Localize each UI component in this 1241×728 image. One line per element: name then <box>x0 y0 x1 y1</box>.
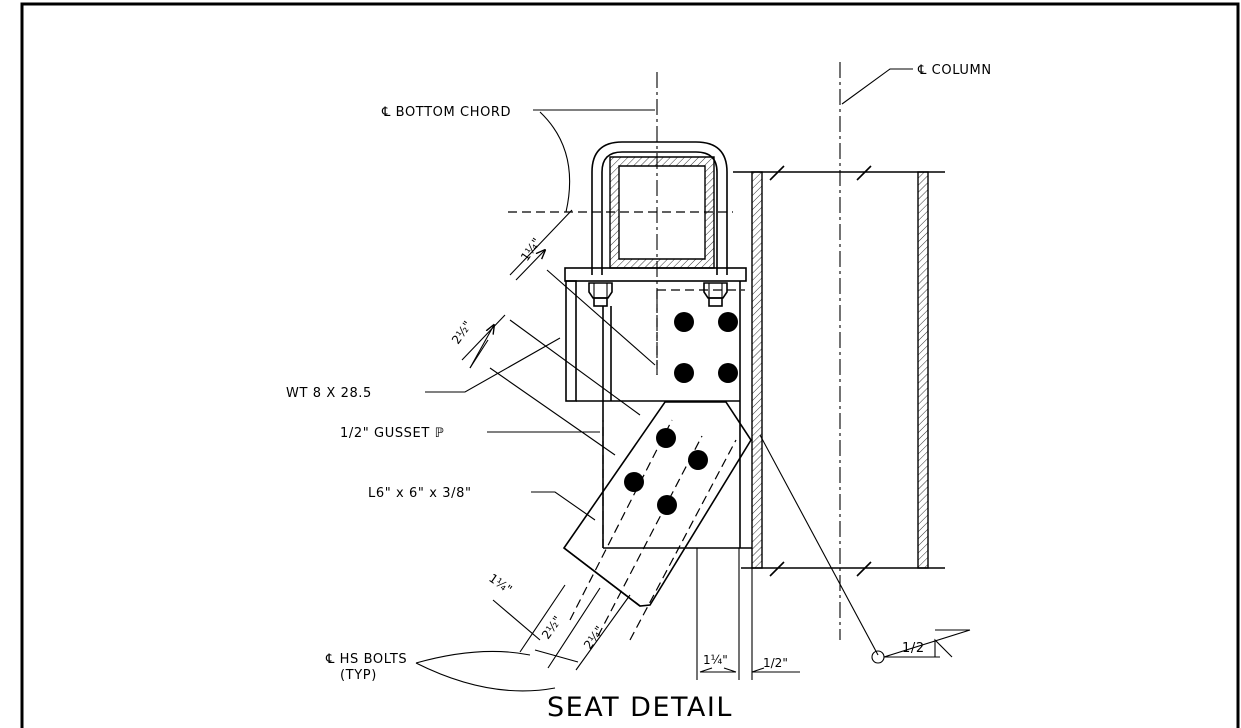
column <box>733 165 945 577</box>
sheet-border <box>20 2 1240 728</box>
bolt <box>674 312 694 332</box>
bolts <box>624 312 738 515</box>
weld-size-label: 1/2 <box>902 641 925 656</box>
bolt <box>674 363 694 383</box>
bolt <box>656 428 676 448</box>
dim-1-2-bottom-right: 1/2" <box>763 656 788 670</box>
column-centerline-label: ℄ COLUMN <box>917 63 992 78</box>
dimension-lines <box>461 209 800 680</box>
bolt <box>718 363 738 383</box>
angle-label: L6" x 6" x 3/8" <box>368 486 472 501</box>
drawing-title: SEAT DETAIL <box>547 692 733 723</box>
dim-2-1-4-bottom: 2¼" <box>581 623 607 651</box>
bottom-chord-tube <box>508 141 733 275</box>
seat-plate <box>564 267 747 282</box>
u-bolt-nuts <box>588 282 728 307</box>
bottom-chord-centerline-label: ℄ BOTTOM CHORD <box>381 105 511 120</box>
dim-2-1-2-left: 2½" <box>449 318 475 346</box>
leaders <box>415 68 971 692</box>
hs-bolts-label: ℄ HS BOLTS <box>325 652 407 667</box>
dim-1-1-4-bottom-right: 1¼" <box>703 653 728 667</box>
dim-1-1-4-top: 1¼" <box>518 235 544 263</box>
angle-brace <box>562 401 752 641</box>
gusset-label: 1/2" GUSSET ℙ <box>340 426 444 441</box>
gusset-plate <box>602 401 752 549</box>
wt-label: WT 8 X 28.5 <box>286 386 372 401</box>
dim-1-1-4-bottom-left: 1¼" <box>486 571 514 597</box>
bolt <box>718 312 738 332</box>
bolt <box>688 450 708 470</box>
hs-bolts-typ-label: (TYP) <box>340 668 377 683</box>
bolt <box>657 495 677 515</box>
bolt <box>624 472 644 492</box>
